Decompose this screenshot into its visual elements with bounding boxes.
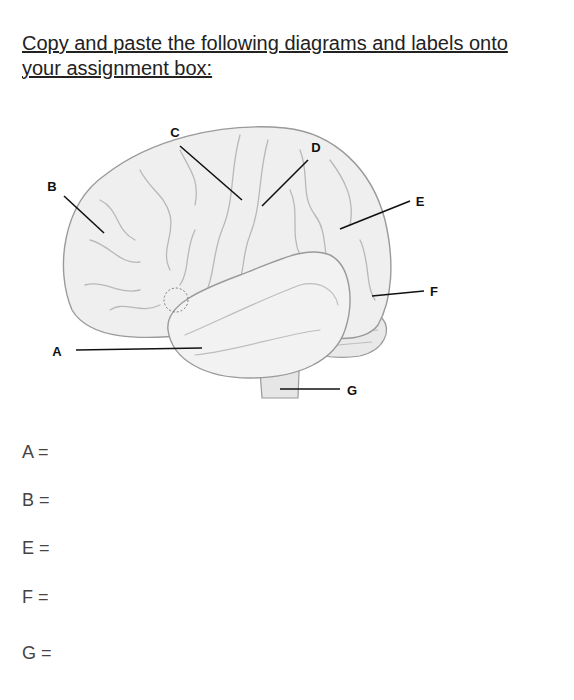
- leader-line: [76, 348, 202, 350]
- temporal-lobe: [168, 252, 350, 378]
- answer-prompt: F =: [22, 586, 49, 608]
- answer-prompt: A =: [22, 441, 49, 463]
- leader-line: [280, 388, 340, 390]
- part-letter: D: [311, 140, 320, 155]
- part-letter: F: [430, 284, 438, 299]
- leader-line: [372, 291, 424, 296]
- answer-prompt: E =: [22, 537, 50, 559]
- part-letter: B: [47, 179, 56, 194]
- leader-lines: [64, 146, 424, 389]
- part-letter: E: [416, 194, 425, 209]
- temporal-gyri: [185, 284, 338, 355]
- part-letter: G: [347, 383, 357, 398]
- answer-prompt: G =: [22, 642, 52, 664]
- instruction-heading: Copy and paste the following diagrams an…: [22, 31, 552, 81]
- part-letter: C: [170, 125, 179, 140]
- part-letter: A: [52, 344, 61, 359]
- leader-line: [180, 146, 242, 200]
- answer-prompt: B =: [22, 489, 50, 511]
- leader-line: [64, 196, 104, 233]
- leader-line: [340, 201, 410, 229]
- dotted-marker: [164, 288, 188, 312]
- leader-line: [262, 160, 308, 206]
